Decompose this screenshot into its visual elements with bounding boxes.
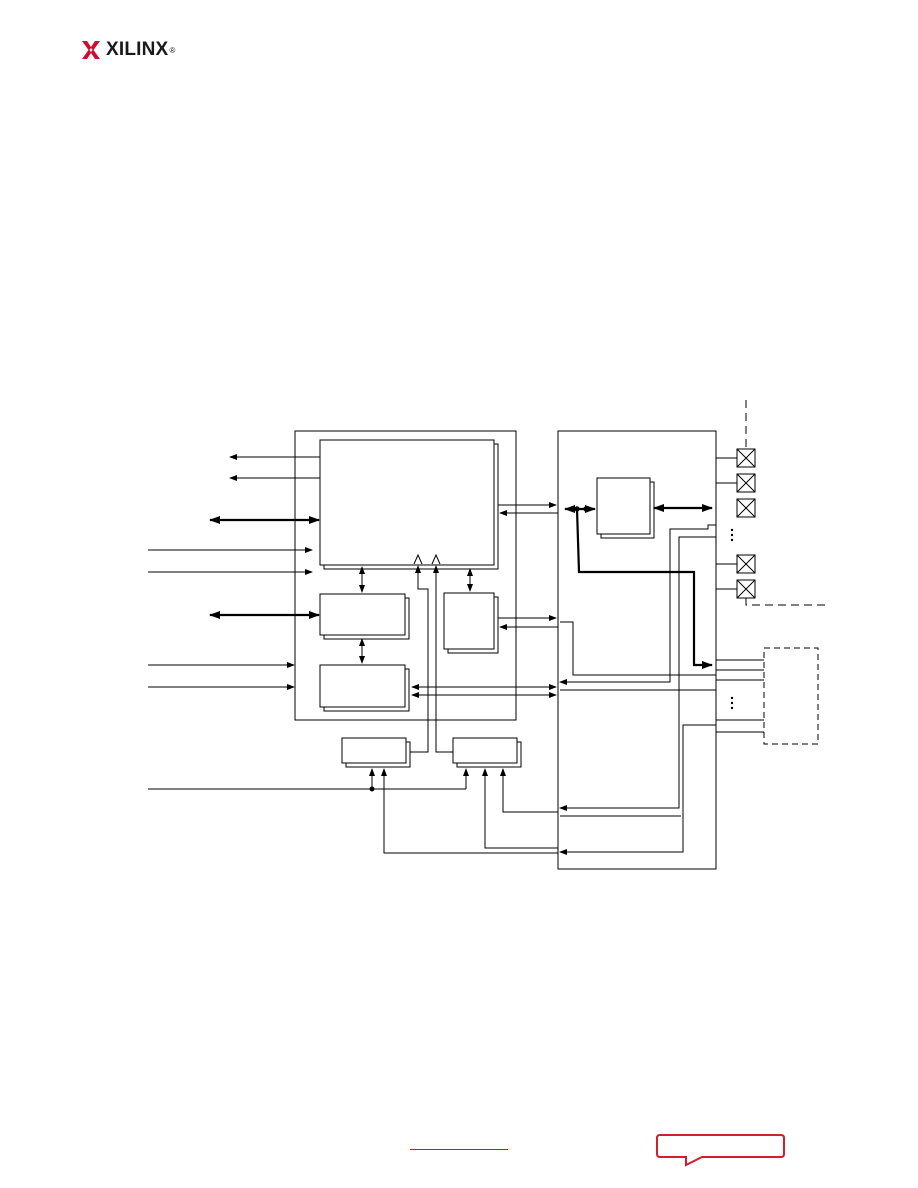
block-b bbox=[319, 664, 406, 708]
block-e bbox=[452, 737, 518, 764]
bus-to-lower-pins bbox=[575, 508, 713, 669]
pad-4 bbox=[736, 554, 756, 574]
footer-link[interactable] bbox=[410, 1137, 508, 1150]
block-c bbox=[443, 592, 495, 650]
right-container bbox=[557, 430, 717, 870]
logo-registered-mark: ® bbox=[169, 45, 176, 55]
pad-3 bbox=[736, 498, 756, 518]
ellipsis-dots-lower bbox=[730, 696, 734, 710]
route-3 bbox=[560, 621, 716, 676]
xilinx-logo: XILINX ® bbox=[80, 38, 175, 62]
clock-line-2 bbox=[433, 565, 453, 753]
junction-dot bbox=[369, 786, 375, 792]
pad-2 bbox=[736, 473, 756, 493]
feedback-to-e-2 bbox=[500, 768, 558, 813]
logo-wordmark: XILINX bbox=[106, 39, 169, 60]
external-device-box bbox=[763, 647, 819, 745]
clock-triangle-1 bbox=[413, 553, 423, 565]
feedback-to-d bbox=[381, 768, 558, 854]
clock-triangle-2 bbox=[431, 553, 441, 565]
route-1 bbox=[559, 524, 716, 685]
dashed-boundary-bottom bbox=[745, 598, 830, 606]
route-5 bbox=[559, 724, 716, 855]
block-a bbox=[319, 593, 406, 636]
xilinx-x-icon bbox=[82, 41, 100, 59]
pad-5 bbox=[736, 579, 756, 599]
block-f bbox=[596, 477, 651, 535]
clock-line-1 bbox=[410, 565, 429, 753]
route-2 bbox=[559, 536, 716, 811]
block-d bbox=[341, 737, 407, 764]
bus-dot-2 bbox=[583, 506, 589, 512]
left-container bbox=[294, 430, 517, 721]
feedback-to-e-1 bbox=[482, 768, 558, 849]
feedback-button[interactable] bbox=[656, 1134, 785, 1167]
large-block bbox=[319, 439, 495, 566]
pad-1 bbox=[736, 448, 756, 468]
ellipsis-dots-upper bbox=[730, 528, 734, 542]
